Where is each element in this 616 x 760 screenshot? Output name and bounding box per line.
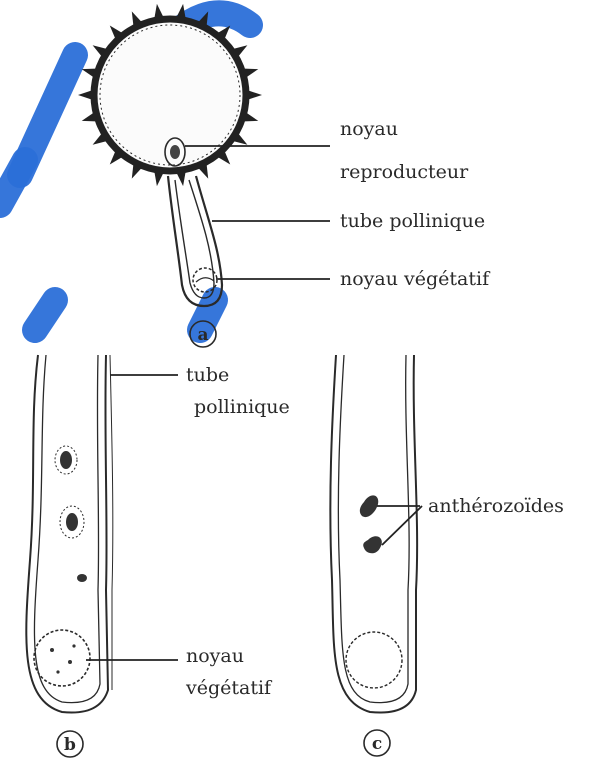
spine [246, 90, 262, 101]
panel-label-b: b [57, 731, 83, 757]
spine [176, 4, 187, 21]
pollen-tube-c [330, 355, 417, 713]
label-noyau-vegetatif-a: noyau végétatif [340, 268, 491, 290]
label-noyau-vegetatif-b-2: végétatif [185, 677, 273, 699]
spine [154, 4, 165, 21]
panel-label-c: c [364, 730, 390, 756]
spine [241, 111, 258, 121]
svg-text:b: b [64, 735, 76, 755]
spine [82, 69, 99, 79]
label-tube-pollinique-b-1: tube [186, 364, 229, 386]
spine [78, 90, 94, 101]
svg-text:a: a [197, 325, 208, 345]
spine [241, 69, 258, 79]
svg-text:c: c [372, 734, 382, 754]
spine [82, 111, 99, 121]
spine [154, 169, 165, 186]
pollen-grain-a [78, 4, 262, 306]
label-noyau-reproducteur-1: noyau [340, 118, 398, 140]
label-antherozoides: anthérozoïdes [428, 495, 564, 517]
pollen-tube-b [26, 355, 113, 713]
label-tube-pollinique-a: tube pollinique [340, 210, 485, 232]
label-tube-pollinique-b-2: pollinique [194, 396, 290, 418]
label-noyau-reproducteur-2: reproducteur [340, 161, 469, 183]
label-noyau-vegetatif-b-1: noyau [186, 645, 244, 667]
spine [176, 169, 187, 186]
pollen-grain-wall [94, 19, 246, 171]
